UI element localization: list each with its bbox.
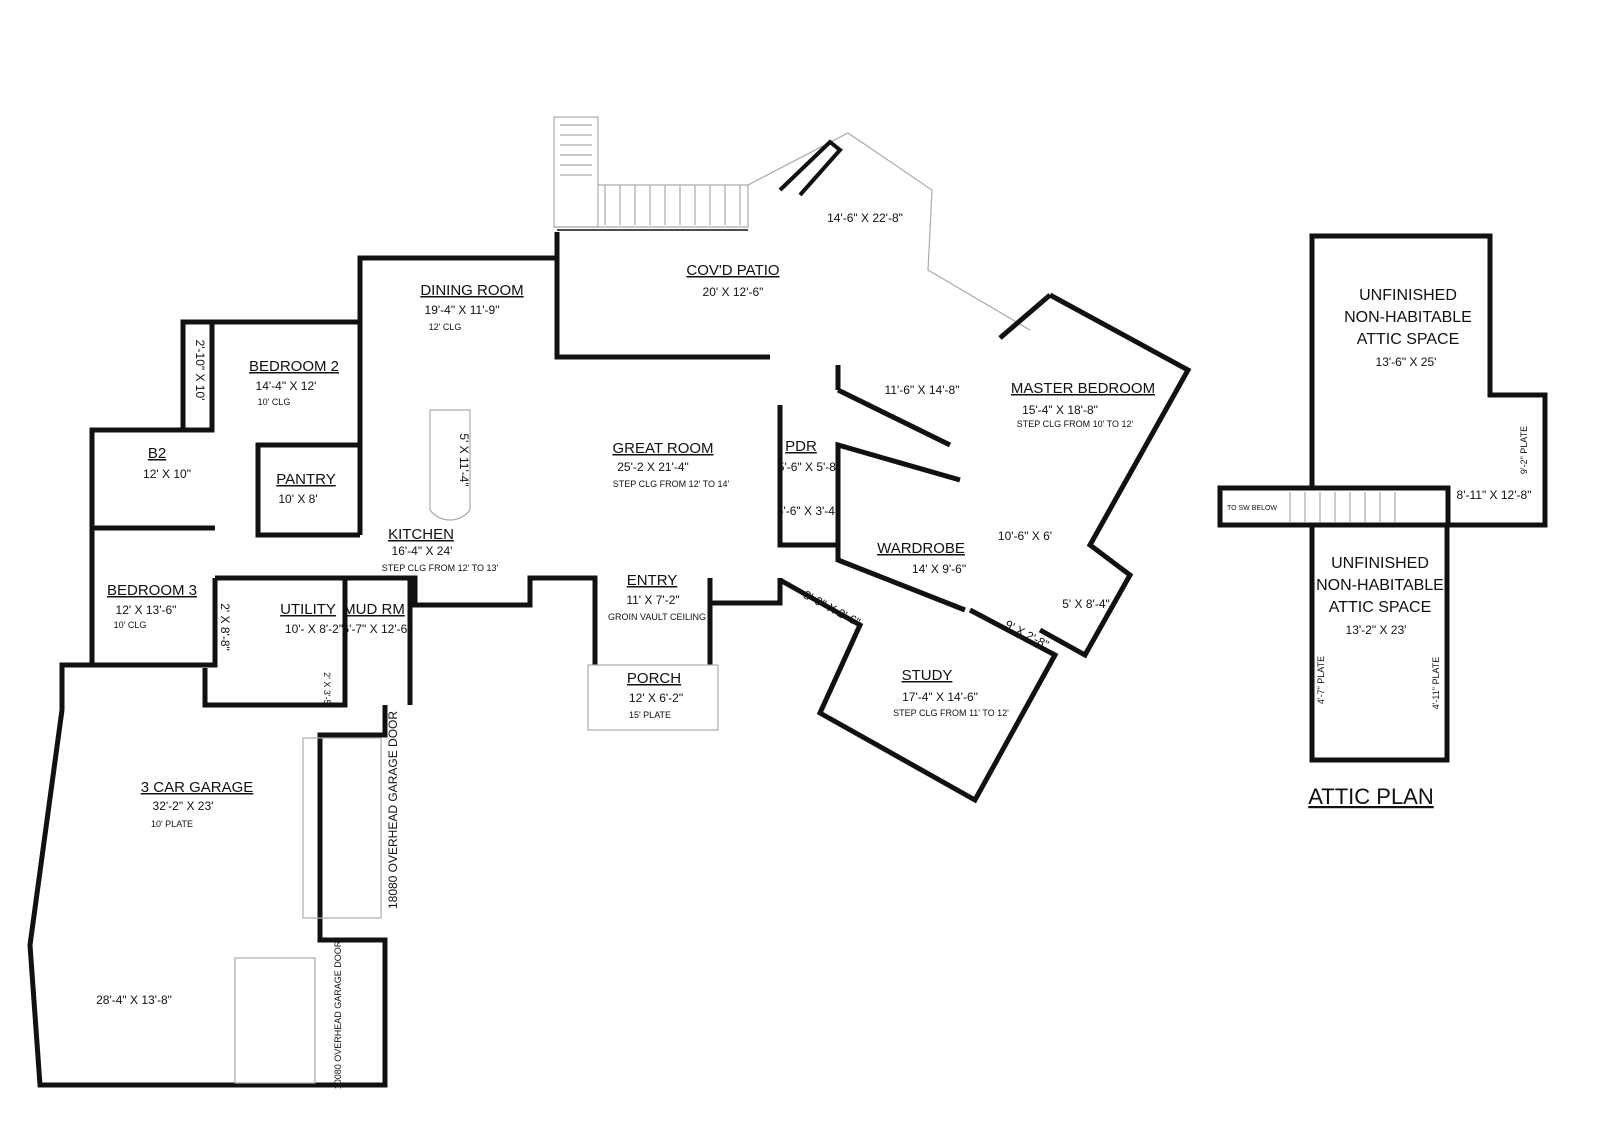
great-room-label: GREAT ROOM — [612, 440, 713, 457]
garage-label: 3 CAR GARAGE — [141, 779, 254, 796]
kitchen-label: KITCHEN — [388, 526, 454, 543]
terrace-outline — [747, 132, 1031, 331]
attic-lower-size: 13'-2" X 23' — [1346, 623, 1407, 637]
attic-plate-right: 9'-2" PLATE — [1519, 426, 1529, 474]
pdr-label: PDR — [785, 438, 817, 455]
pantry-size: 10' X 8' — [278, 492, 317, 506]
utility-label: UTILITY — [280, 601, 336, 618]
dining-room-label: DINING ROOM — [420, 282, 523, 299]
patio-size: 20' X 12'-6" — [703, 285, 764, 299]
patio-wall — [554, 232, 770, 360]
study-note: STEP CLG FROM 11' TO 12' — [893, 708, 1009, 718]
master-patio-size: 11'-6" X 14'-8" — [885, 383, 960, 397]
bedroom3-size: 12' X 13'-6" — [116, 603, 177, 617]
attic-plate-right-lower: 4'-11" PLATE — [1431, 657, 1441, 710]
master-bedroom-size: 15'-4" X 18'-8" — [1022, 403, 1098, 417]
bedroom3-note: 10' CLG — [114, 620, 147, 630]
master-bedroom-label: MASTER BEDROOM — [1011, 380, 1155, 397]
deck-stairs — [553, 116, 749, 228]
master-bath-size: 10'-6" X 6' — [998, 529, 1052, 543]
attic-upper-line1: UNFINISHED — [1359, 287, 1457, 304]
attic-upper-line2: NON-HABITABLE — [1344, 309, 1472, 326]
study-size: 17'-4" X 14'-6" — [902, 690, 978, 704]
closet3-size: 2' X 8'-8" — [218, 603, 232, 651]
attic-walls — [1217, 233, 1548, 763]
porch-label: PORCH — [627, 670, 681, 687]
mud-room-size: 6'-7" X 12'-6" — [342, 622, 411, 636]
closet2-size: 2'-10" X 10' — [193, 340, 207, 401]
garage-door-2-label: 10080 OVERHEAD GARAGE DOOR — [333, 940, 343, 1089]
pdr-size: 5'-6" X 5'-8" — [778, 460, 840, 474]
pantry-label: PANTRY — [276, 471, 335, 488]
attic-plan-title: ATTIC PLAN — [1308, 784, 1434, 809]
great-room-size: 25'-2 X 21'-4" — [617, 460, 689, 474]
mud-closet-size: 2' X 3'-5" — [322, 672, 332, 708]
porch-size: 12' X 6'-2" — [629, 691, 683, 705]
porch-note: 15' PLATE — [629, 710, 671, 720]
fireplace — [778, 139, 843, 197]
garage-ext-size: 28'-4" X 13'-8" — [96, 993, 172, 1007]
entry-note: GROIN VAULT CEILING — [608, 612, 706, 622]
entry-label: ENTRY — [627, 572, 678, 589]
garage-note: 10' PLATE — [151, 819, 193, 829]
garage-door-2 — [234, 957, 316, 1084]
attic-lower-line1: UNFINISHED — [1331, 555, 1429, 572]
attic-lower-line2: NON-HABITABLE — [1316, 577, 1444, 594]
shower-size: 5' X 8'-4" — [1062, 597, 1110, 611]
study-label: STUDY — [902, 667, 953, 684]
dining-room-size: 19'-4" X 11'-9" — [425, 303, 500, 317]
garage-size: 32'-2" X 23' — [153, 799, 214, 813]
bedroom3-label: BEDROOM 3 — [107, 582, 197, 599]
master-bedroom-note: STEP CLG FROM 10' TO 12' — [1017, 419, 1134, 429]
attic-landing-size: 8'-11" X 12'-8" — [1457, 488, 1532, 502]
bedroom2-label: BEDROOM 2 — [249, 358, 339, 375]
b2-size: 12' X 10" — [143, 467, 191, 481]
wc-size: 9' X 2'-8" — [1003, 617, 1052, 652]
great-room-note: STEP CLG FROM 12' TO 14' — [613, 479, 730, 489]
attic-plate-left: 4'-7" PLATE — [1316, 656, 1326, 704]
walls — [27, 255, 1192, 1088]
terrace-size: 14'-6" X 22'-8" — [827, 211, 903, 225]
porch-outline — [587, 664, 719, 731]
attic-lower-line3: ATTIC SPACE — [1329, 599, 1432, 616]
patio-label: COV'D PATIO — [686, 262, 779, 279]
wardrobe-label: WARDROBE — [877, 540, 965, 557]
utility-size: 10'- X 8'-2" — [285, 622, 343, 636]
wardrobe-size: 14' X 9'-6" — [912, 562, 966, 576]
garage-door-1 — [302, 737, 382, 919]
island-size: 5' X 11'-4" — [457, 433, 471, 486]
pdr-closet-size: 5'-6" X 3'-4" — [777, 504, 839, 518]
garage-door-1-label: 18080 OVERHEAD GARAGE DOOR — [386, 711, 400, 909]
bedroom2-note: 10' CLG — [258, 397, 291, 407]
kitchen-note: STEP CLG FROM 12' TO 13' — [382, 563, 499, 573]
b2-label: B2 — [148, 445, 166, 462]
attic-upper-size: 13'-6" X 25' — [1376, 355, 1437, 369]
kitchen-island — [429, 409, 471, 521]
bedroom2-size: 14'-4" X 12' — [256, 379, 317, 393]
attic-upper-line3: ATTIC SPACE — [1357, 331, 1460, 348]
mud-room-label: MUD RM — [343, 601, 405, 618]
dining-room-note: 12' CLG — [429, 322, 462, 332]
attic-stair-note: TO SW BELOW — [1227, 505, 1277, 512]
hall-closet-size: 8'-9" X 2'-6" — [801, 588, 863, 630]
kitchen-size: 16'-4" X 24' — [392, 544, 453, 558]
entry-size: 11' X 7'-2" — [626, 593, 679, 607]
